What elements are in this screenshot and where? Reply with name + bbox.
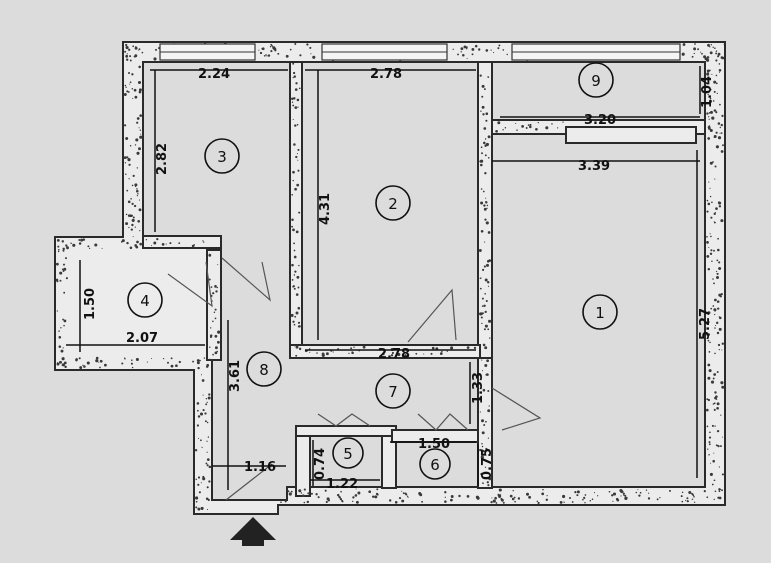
- door-6: [417, 413, 469, 431]
- room-5-label: 5: [332, 437, 364, 469]
- room-3-label: 3: [204, 138, 240, 174]
- dim-room3-width: 2.24: [198, 67, 230, 82]
- dimension-labels: 2.24 2.82 2.78 4.31 2.78 3.20 1.04 3.39 …: [83, 67, 715, 492]
- room-2-label: 2: [375, 185, 411, 221]
- door-1: [491, 387, 542, 431]
- window-sill: [565, 126, 697, 144]
- dim-room4-width: 2.07: [126, 331, 158, 346]
- dim-room4-height: 1.50: [83, 288, 98, 320]
- door-entrance: [225, 463, 273, 501]
- room-2-number: 2: [388, 195, 398, 213]
- room-3-number: 3: [217, 148, 227, 166]
- dim-room2-height: 4.31: [318, 193, 333, 225]
- dim-room5-height: 0.74: [313, 448, 328, 480]
- dim-room8-width: 1.16: [244, 460, 276, 475]
- door-3: [221, 257, 271, 302]
- room-labels: 1 2 3 4 5 6 7 8: [127, 62, 618, 480]
- room-8-number: 8: [259, 361, 269, 379]
- dim-room8-height: 3.61: [228, 360, 243, 392]
- dim-room9-height: 1.04: [700, 76, 715, 108]
- wall-5-top: [295, 425, 397, 437]
- room-8-label: 8: [246, 351, 282, 387]
- dim-room2-width-bottom: 2.78: [378, 347, 410, 362]
- room-1-label: 1: [582, 294, 618, 330]
- dim-room3-height: 2.82: [155, 143, 170, 175]
- doors: [167, 257, 542, 501]
- dim-room1-width: 3.39: [578, 159, 610, 174]
- room-9-number: 9: [591, 72, 601, 90]
- room-6-number: 6: [430, 456, 440, 474]
- room-4-label: 4: [127, 282, 163, 318]
- dim-room9-width: 3.20: [584, 113, 616, 128]
- room-6-label: 6: [419, 448, 451, 480]
- room-4-number: 4: [140, 292, 150, 310]
- room-7-label: 7: [375, 373, 411, 409]
- dim-room7-height: 1.33: [471, 372, 486, 404]
- door-4: [167, 261, 213, 308]
- dim-room5-width: 1.22: [326, 477, 358, 492]
- dim-room6-height: 0.75: [480, 448, 495, 480]
- room-5-number: 5: [343, 445, 353, 463]
- entrance-arrow-icon: [230, 517, 276, 546]
- room-7-number: 7: [388, 383, 398, 401]
- dim-room2-width-top: 2.78: [370, 67, 402, 82]
- dim-room6-width: 1.50: [418, 437, 450, 452]
- dim-room1-height: 5.27: [698, 308, 713, 340]
- door-5: [317, 413, 371, 427]
- windows: [159, 43, 681, 61]
- door-2: [407, 288, 457, 343]
- dimension-lines: [66, 66, 701, 490]
- room-1-number: 1: [595, 304, 605, 322]
- room-9-label: 9: [578, 62, 614, 98]
